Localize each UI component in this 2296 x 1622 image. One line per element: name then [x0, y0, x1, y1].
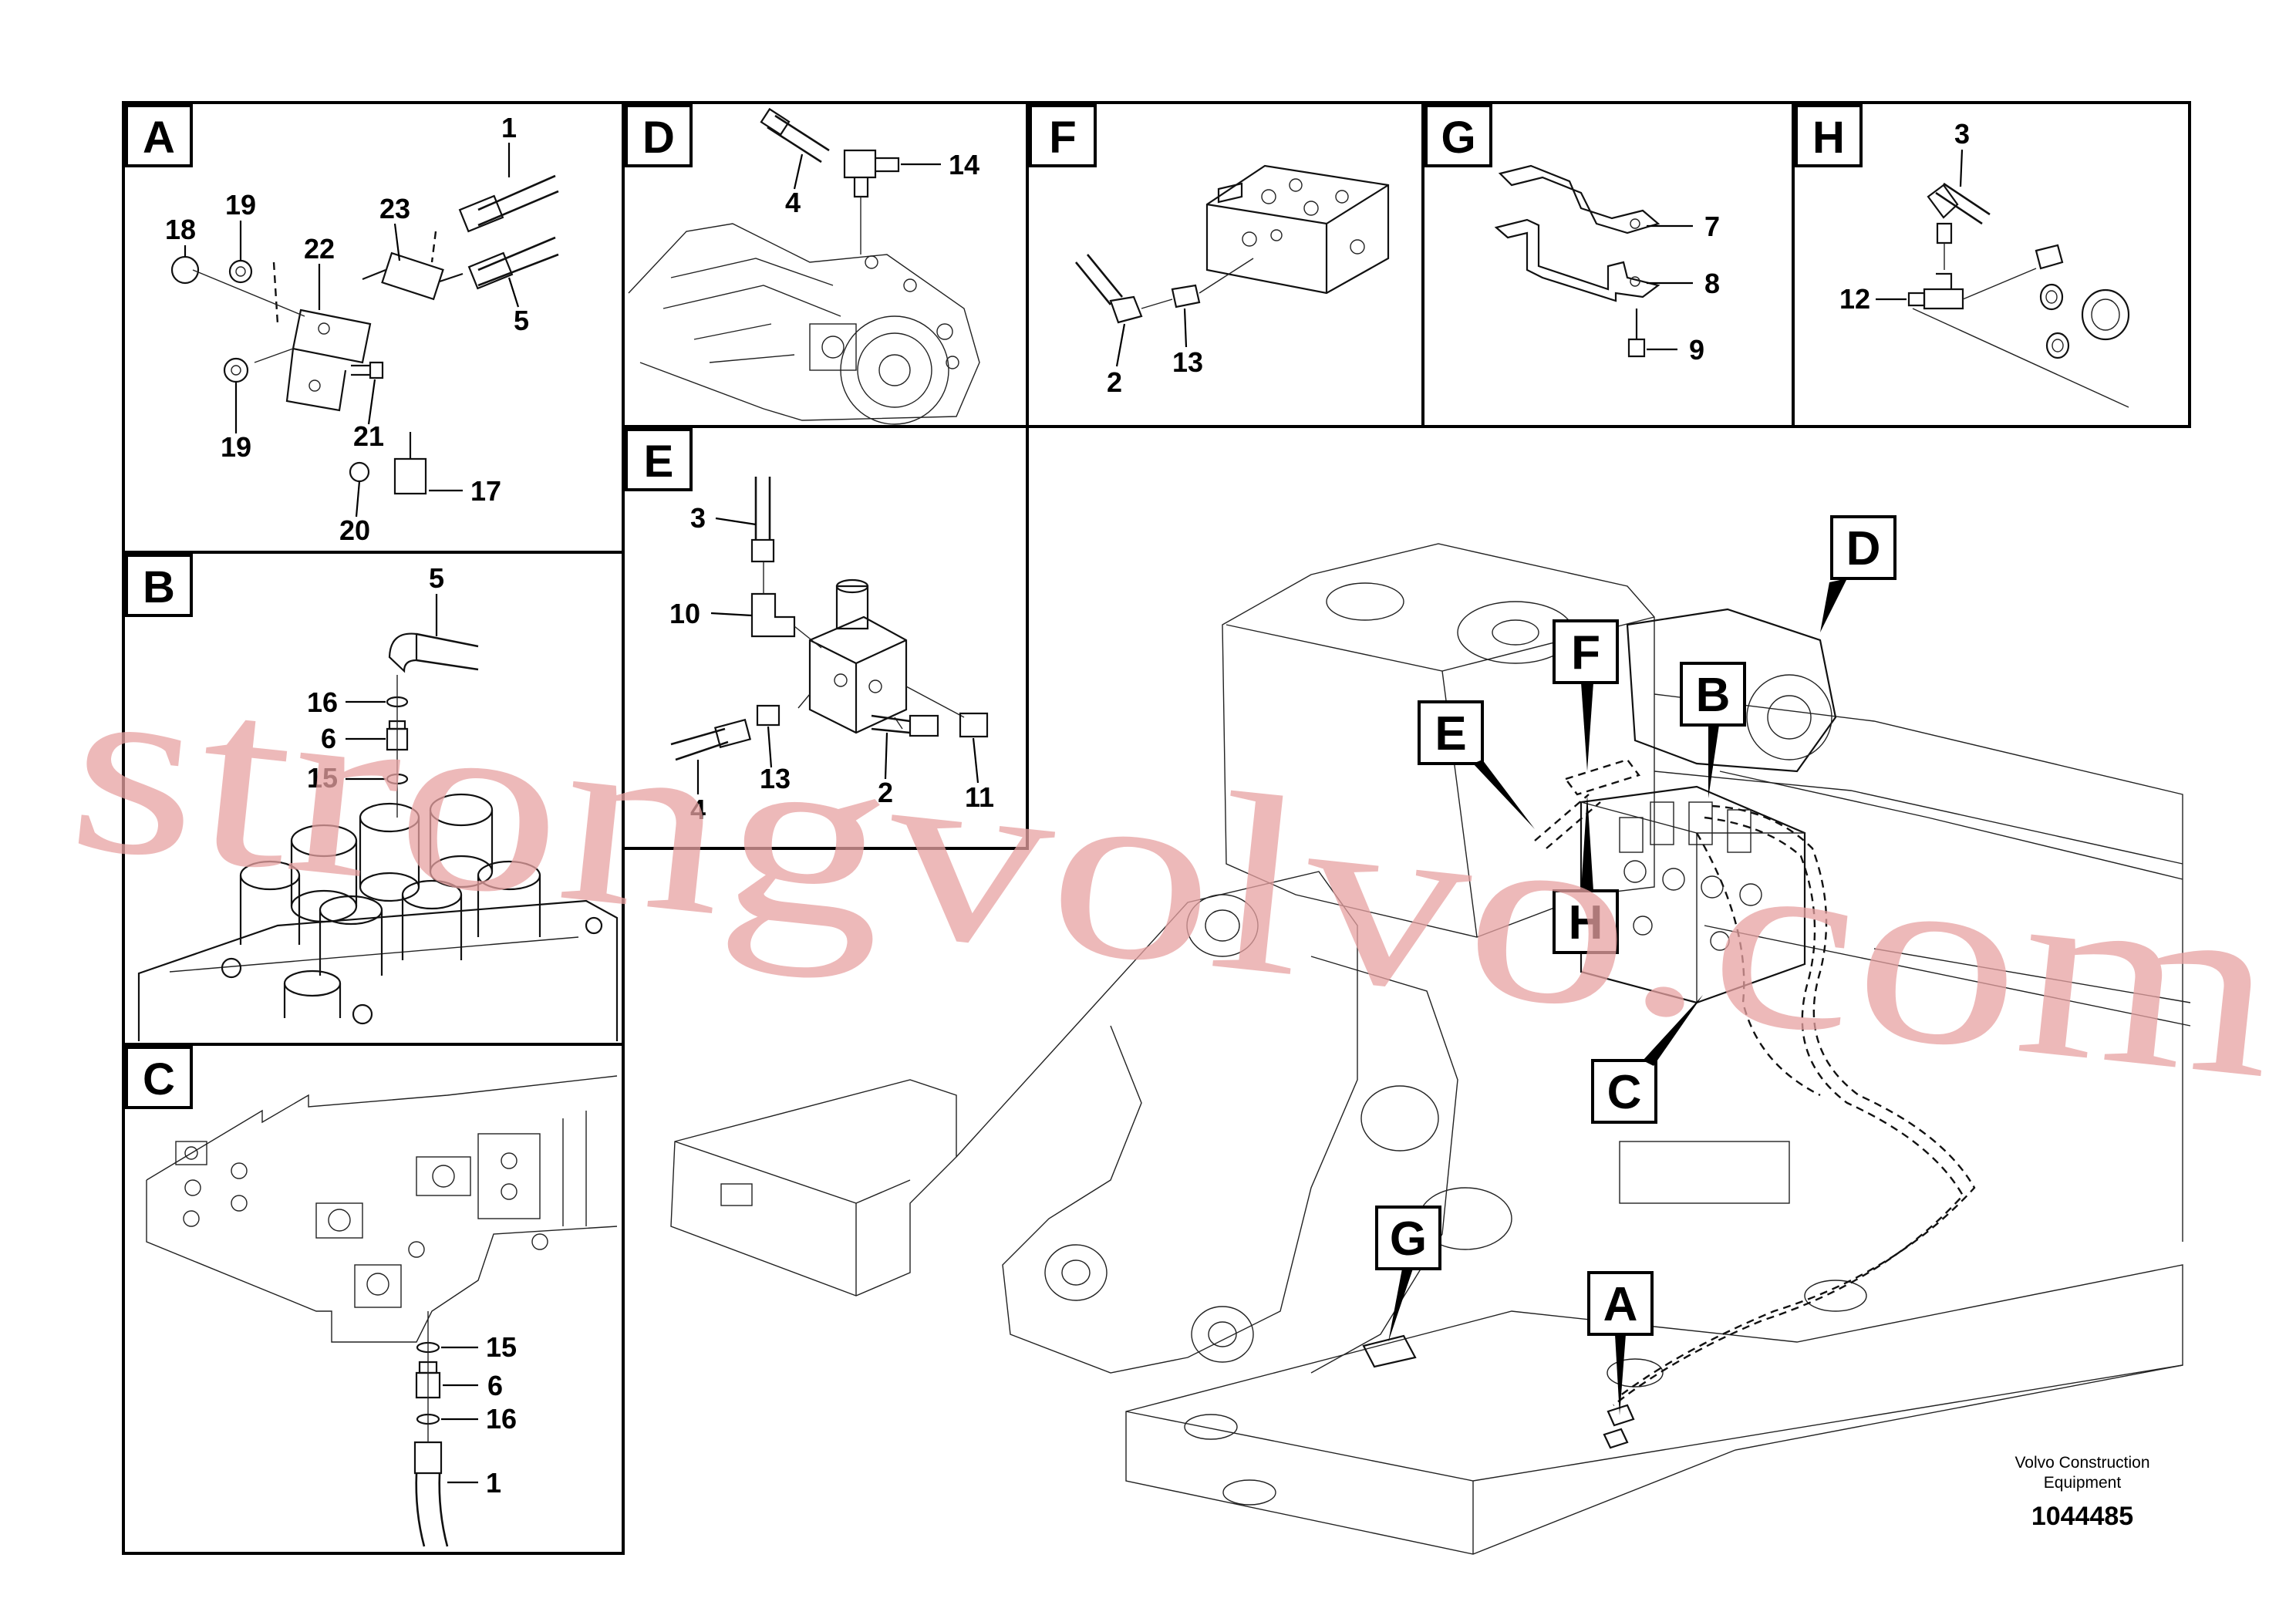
panel-a-callout-18: 18 — [165, 214, 196, 245]
panel-d-callout-4: 4 — [785, 187, 801, 218]
panel-a-callout-5: 5 — [514, 305, 529, 336]
panel-b-drawing: 5 16 6 15 — [137, 562, 619, 1041]
panel-a-frame — [122, 101, 625, 554]
main-label-d: D — [1846, 522, 1881, 575]
main-callout-h: H — [1553, 794, 1619, 954]
panel-c-callout-1: 1 — [486, 1467, 501, 1499]
company-name-line1: Volvo Construction — [2014, 1454, 2149, 1472]
main-label-a: A — [1603, 1278, 1638, 1331]
main-label-b: B — [1696, 669, 1731, 722]
panel-d-letter: D — [642, 113, 675, 163]
panel-g-callout-9: 9 — [1689, 334, 1704, 366]
panel-e-callout-2: 2 — [878, 777, 893, 808]
panel-c-callout-6: 6 — [487, 1370, 503, 1401]
main-label-e: E — [1435, 707, 1466, 760]
panel-b-callout-6: 6 — [321, 723, 336, 754]
panel-a-callout-20: 20 — [339, 514, 370, 546]
company-name-line2: Equipment — [2044, 1474, 2122, 1492]
panel-e-callout-3: 3 — [690, 502, 706, 534]
panel-e-drawing: 3 10 4 13 2 11 — [669, 477, 994, 825]
main-label-c: C — [1607, 1066, 1642, 1119]
drawing-number: 1044485 — [2031, 1502, 2133, 1531]
panel-b-callout-5: 5 — [429, 562, 444, 594]
panel-c-drawing: 15 6 16 1 — [146, 1075, 618, 1547]
panel-f-letter: F — [1049, 113, 1076, 163]
panel-h-callout-12: 12 — [1839, 283, 1870, 315]
panel-a-callout-19a: 19 — [225, 189, 256, 221]
watermark-text: strongvolvo.com — [59, 620, 2289, 1131]
panel-g-letter: G — [1441, 113, 1475, 163]
panel-g-callout-8: 8 — [1704, 268, 1720, 299]
main-callout-d: D — [1820, 515, 1896, 632]
panel-g-drawing: 7 8 9 — [1494, 164, 1720, 366]
panel-f-callout-13: 13 — [1172, 346, 1203, 378]
panel-letter-boxes: A B C D E F G H — [125, 104, 1863, 1109]
panel-f-drawing: 2 13 — [1074, 164, 1390, 398]
panel-h-frame — [1792, 101, 2191, 428]
panel-e-callout-11: 11 — [965, 781, 994, 813]
panel-c-letter: C — [143, 1054, 175, 1104]
panel-a-callout-19b: 19 — [221, 431, 251, 463]
footer: Volvo Construction Equipment 1044485 — [2014, 1454, 2149, 1531]
main-callout-a: A — [1587, 1271, 1654, 1415]
watermark: strongvolvo.com — [59, 620, 2289, 1131]
main-callout-b: B — [1680, 662, 1746, 798]
panel-d-callout-14: 14 — [949, 149, 979, 180]
main-label-g: G — [1390, 1212, 1427, 1266]
main-callout-e: E — [1418, 700, 1535, 829]
panel-c-callout-15: 15 — [486, 1331, 517, 1363]
main-label-f: F — [1571, 626, 1600, 679]
main-label-h: H — [1569, 896, 1603, 949]
panel-b-callout-16: 16 — [307, 686, 338, 718]
panel-e-frame — [622, 425, 1029, 850]
panel-c-callout-16: 16 — [486, 1403, 517, 1435]
panel-a-callout-1: 1 — [501, 112, 517, 143]
main-callout-f: F — [1553, 619, 1619, 771]
panel-a-callout-17: 17 — [470, 475, 501, 507]
panel-a-callout-21: 21 — [353, 420, 384, 452]
panel-b-letter: B — [143, 562, 175, 612]
panel-d-drawing: 4 14 — [628, 107, 980, 425]
panel-h-drawing: 3 12 — [1839, 118, 2130, 408]
panel-c-frame — [122, 1043, 625, 1555]
panel-a-letter: A — [143, 113, 175, 163]
panel-e-callout-13: 13 — [760, 763, 791, 794]
panel-e-callout-10: 10 — [669, 598, 700, 629]
panel-a-callout-23: 23 — [379, 193, 410, 224]
panel-g-callout-7: 7 — [1704, 211, 1720, 242]
panel-e-letter: E — [644, 437, 674, 487]
main-assembly-view: D F B E H C G — [670, 515, 2191, 1555]
panel-frames — [122, 101, 2191, 1555]
panel-e-callout-4: 4 — [690, 794, 706, 825]
panel-h-letter: H — [1812, 113, 1845, 163]
panel-a-drawing: 1 18 19 23 22 5 19 21 17 20 — [165, 112, 559, 546]
main-callout-c: C — [1591, 995, 1703, 1124]
main-callout-g: G — [1375, 1206, 1441, 1342]
panel-b-callout-15: 15 — [307, 762, 338, 794]
panel-f-callout-2: 2 — [1107, 366, 1122, 398]
panel-h-callout-3: 3 — [1954, 118, 1970, 150]
panel-a-callout-22: 22 — [304, 233, 335, 265]
